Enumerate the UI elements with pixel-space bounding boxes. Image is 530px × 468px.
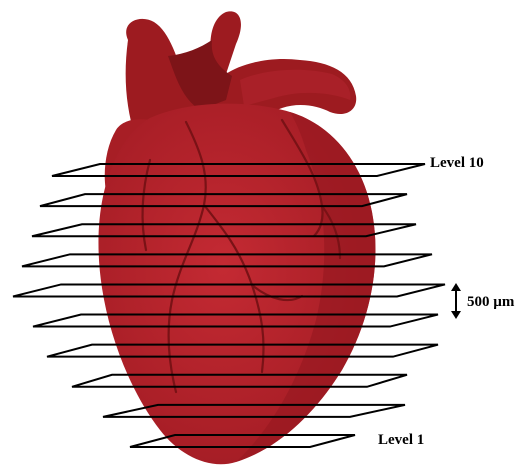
heart-illustration	[98, 11, 375, 464]
level-10-label: Level 10	[430, 155, 484, 171]
spacing-arrow-down-head	[451, 311, 461, 319]
level-1-label: Level 1	[378, 432, 424, 448]
spacing-indicator	[451, 283, 461, 319]
spacing-arrow-up-head	[451, 283, 461, 291]
spacing-label: 500 µm	[467, 294, 515, 310]
